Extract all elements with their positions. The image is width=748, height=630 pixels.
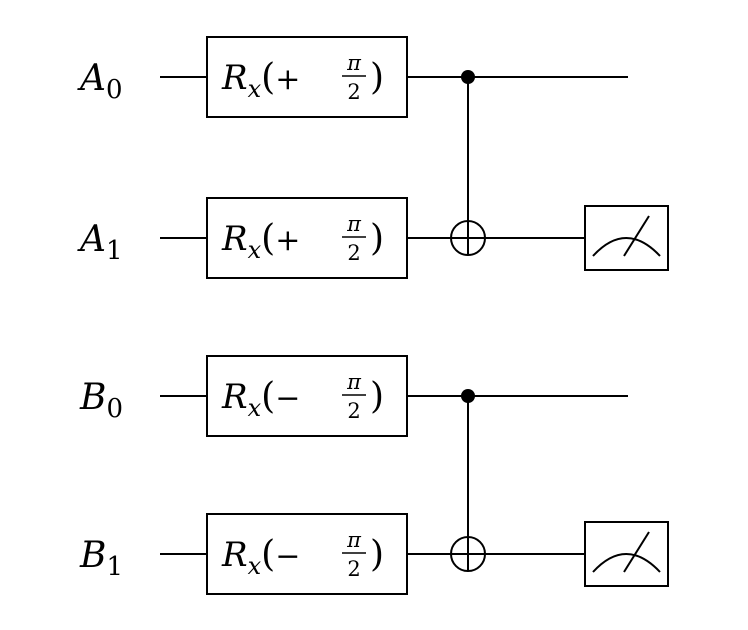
qubit-row-a0: A0 Rx(+ π 2 ): [77, 36, 628, 118]
qubit-row-a1: A1 Rx(+ π 2 ): [77, 197, 669, 279]
rx-gate-a0: Rx(+ π 2 ): [206, 36, 408, 118]
meter-arc-icon: [592, 553, 661, 573]
fraction-numerator: π: [346, 212, 362, 236]
rx-gate-b0: Rx(− π 2 ): [206, 355, 408, 437]
meter-needle-icon: [623, 531, 650, 573]
qubit-letter: A: [77, 219, 106, 260]
measurement-meter-a1: [584, 205, 669, 271]
fraction-numerator: π: [346, 528, 362, 552]
measurement-meter-b1: [584, 521, 669, 587]
gate-label: Rx(+: [221, 218, 300, 264]
qubit-row-b0: B0 Rx(− π 2 ): [79, 355, 628, 437]
gate-box: [206, 355, 408, 437]
qubit-row-b1: B1 Rx(− π 2 ): [79, 513, 669, 595]
gate-close-paren: ): [370, 218, 384, 259]
qubit-letter: A: [77, 58, 106, 99]
gate-box: [206, 197, 408, 279]
qubit-label-a0: A0: [77, 58, 123, 105]
qubit-index: 1: [106, 236, 123, 266]
meter-needle-icon: [623, 215, 650, 257]
qubit-letter: B: [79, 535, 106, 576]
qubit-label-b1: B1: [79, 535, 123, 582]
gate-box: [206, 36, 408, 118]
qubit-label-a1: A1: [77, 219, 123, 266]
target-oplus-icon: [450, 536, 486, 572]
meter-arc-icon: [592, 237, 661, 257]
qubit-index: 0: [106, 394, 123, 424]
cnot-gate-b: [450, 389, 486, 572]
gate-box: [206, 513, 408, 595]
qubit-letter: B: [79, 377, 106, 418]
gate-label: Rx(−: [221, 376, 300, 422]
gate-close-paren: ): [370, 57, 384, 98]
qubit-label-b0: B0: [79, 377, 123, 424]
rx-gate-b1: Rx(− π 2 ): [206, 513, 408, 595]
cnot-gate-a: [450, 70, 486, 256]
gate-close-paren: ): [370, 376, 384, 417]
fraction-denominator: 2: [347, 241, 360, 265]
fraction-numerator: π: [346, 370, 362, 394]
fraction-numerator: π: [346, 51, 362, 75]
gate-close-paren: ): [370, 534, 384, 575]
fraction-denominator: 2: [347, 80, 360, 104]
gate-label: Rx(−: [221, 534, 300, 580]
control-dot-icon: [461, 70, 475, 84]
qubit-index: 0: [106, 75, 123, 105]
gate-label: Rx(+: [221, 57, 300, 103]
control-dot-icon: [461, 389, 475, 403]
fraction-denominator: 2: [347, 399, 360, 423]
fraction-denominator: 2: [347, 557, 360, 581]
qubit-index: 1: [106, 552, 123, 582]
target-oplus-icon: [450, 220, 486, 256]
rx-gate-a1: Rx(+ π 2 ): [206, 197, 408, 279]
